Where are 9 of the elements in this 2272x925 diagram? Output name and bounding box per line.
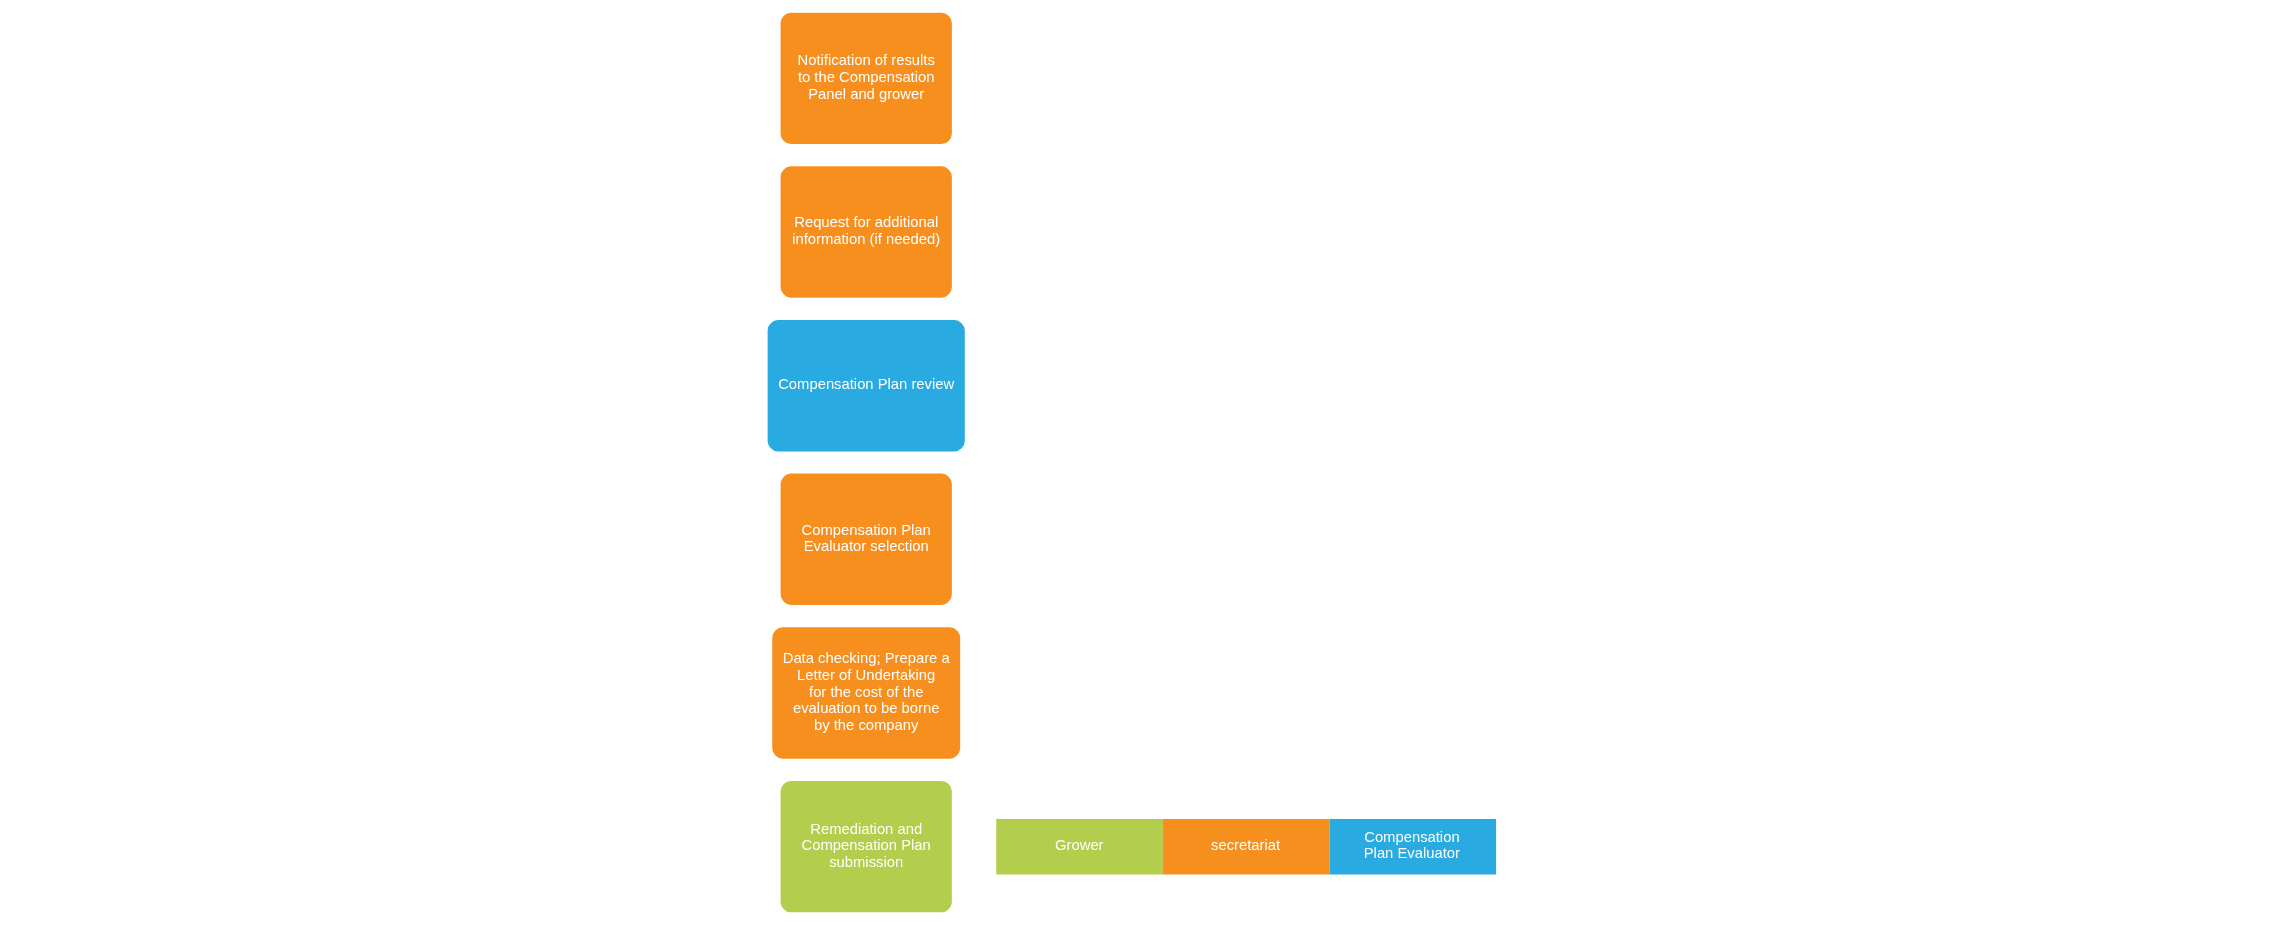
node-box: Remediation and Compensation Plan submission — [778, 779, 954, 915]
legend-label: Grower — [1054, 837, 1104, 854]
node-box: Compensation Plan Evaluator selection — [778, 471, 954, 607]
node-box: Compensation Plan review — [765, 318, 967, 454]
legend-label: secretariat — [1210, 837, 1280, 854]
node-box: Data checking; Prepare a Letter of Undertaking for the cost of the evaluation to be borne by the company — [769, 625, 962, 761]
node-box: Request for additional information (if needed) — [778, 164, 954, 300]
node-box: Notification of results to the Compensation Panel and grower — [778, 10, 954, 146]
legend-label: Compensation Plan Evaluator — [1363, 828, 1460, 862]
